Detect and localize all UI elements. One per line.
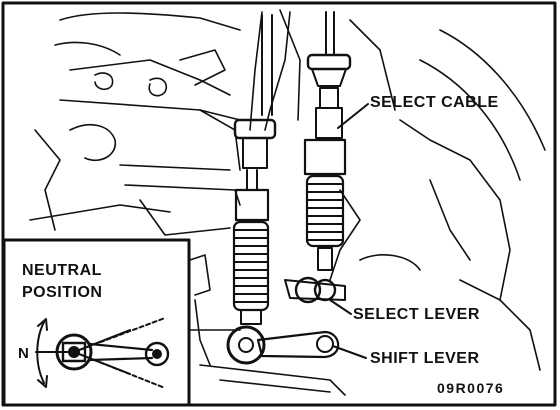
leader-select-lever (329, 299, 352, 315)
select-cable-label: SELECT CABLE (370, 94, 499, 111)
select-lever (284, 279, 346, 301)
shift-cable (226, 14, 277, 365)
neutral-n-label: N (18, 345, 29, 362)
neutral-position-inset (2, 238, 191, 407)
figure-code: 09R0076 (437, 380, 505, 396)
leader-shift-lever (332, 345, 367, 359)
transmission-housing (29, 9, 546, 396)
inset-title-line2: POSITION (22, 284, 103, 301)
shift-lever-label: SHIFT LEVER (370, 350, 480, 367)
select-lever-label: SELECT LEVER (353, 306, 480, 323)
inset-title-line1: NEUTRAL (22, 262, 102, 279)
select-cable (294, 11, 352, 304)
shift-lever (256, 330, 340, 359)
leader-select-cable (337, 103, 369, 129)
